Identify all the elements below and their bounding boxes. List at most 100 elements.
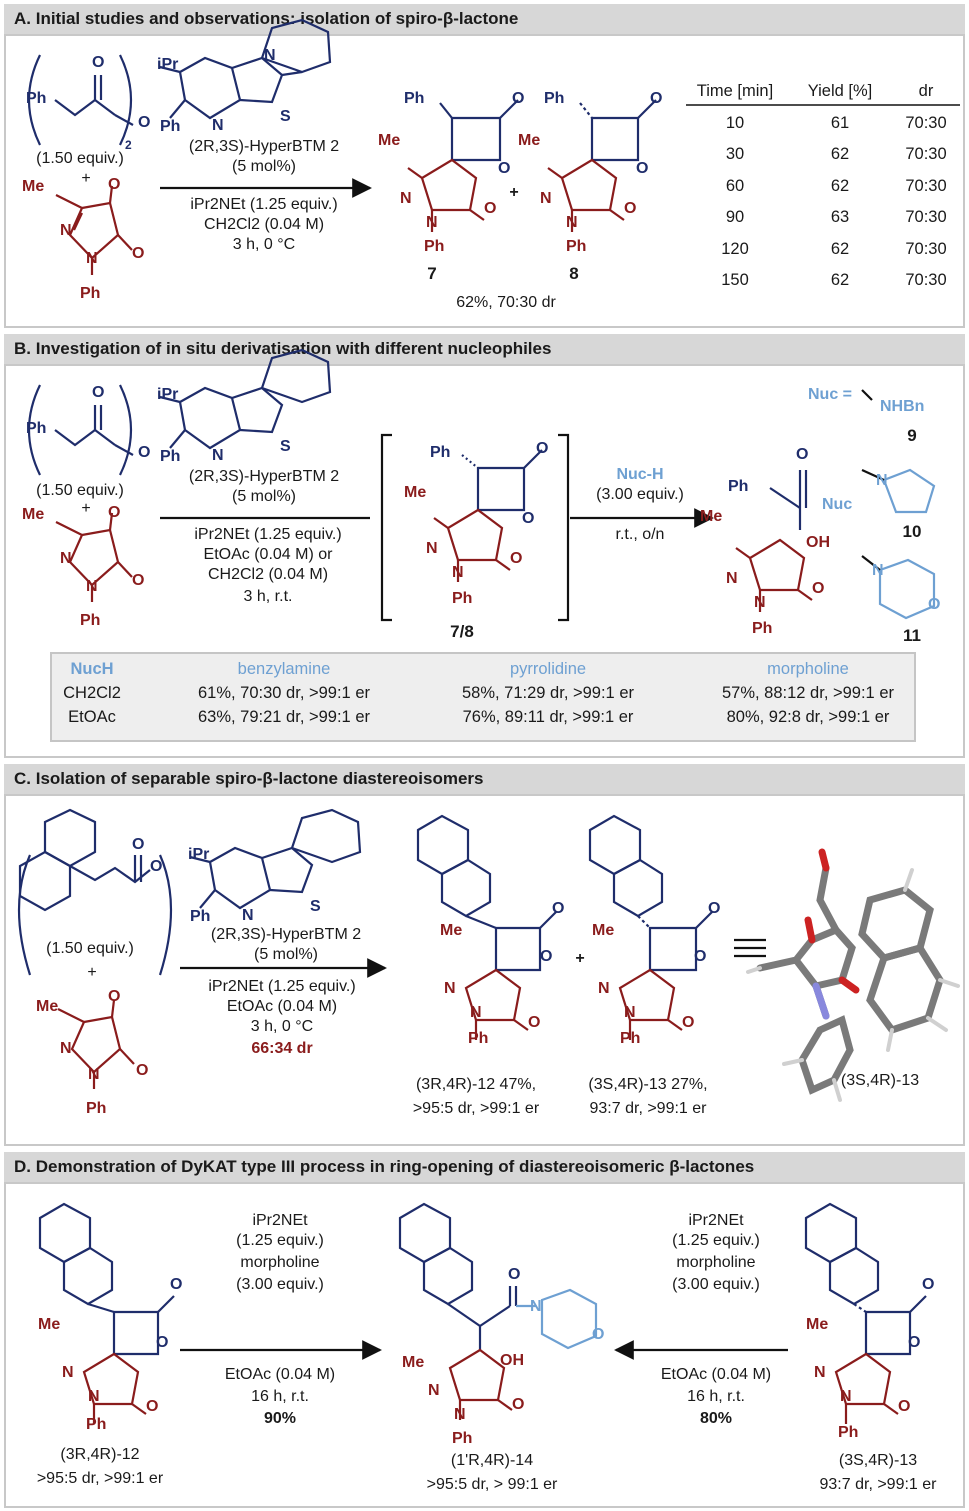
a-p7-o3: O bbox=[484, 200, 497, 217]
b-cat-ph: Ph bbox=[160, 448, 181, 465]
b-n2: N bbox=[86, 578, 98, 595]
a-solvent: CH2Cl2 (0.04 M) bbox=[203, 216, 325, 233]
c-solvent: EtOAc (0.04 M) bbox=[226, 998, 338, 1015]
b-int-ph: Ph bbox=[430, 444, 451, 461]
b-o-top: O bbox=[108, 504, 121, 521]
a-o-right: O bbox=[132, 245, 145, 262]
c-o-right: O bbox=[136, 1062, 149, 1079]
b-nuc-benzylamine: benzylamine bbox=[237, 660, 331, 678]
d-12-o3: O bbox=[146, 1398, 159, 1415]
panel-b bbox=[4, 364, 965, 758]
c-p12-o2: O bbox=[540, 948, 553, 965]
a-catalyst-name: (2R,3S)-HyperBTM 2 bbox=[188, 138, 340, 155]
d-14-o: O bbox=[508, 1266, 521, 1283]
a-plus2: + bbox=[509, 184, 519, 201]
b-int-n2: N bbox=[452, 564, 464, 581]
c-product-12-label: (3R,4R)-12 47%, bbox=[415, 1076, 537, 1093]
panel-c-anhydride bbox=[17, 808, 173, 976]
d-13-n: N bbox=[814, 1364, 826, 1381]
panel-b-pyrazolinedione bbox=[55, 512, 133, 602]
d-13-me: Me bbox=[806, 1316, 829, 1333]
b-nuc-11-n: N bbox=[872, 562, 884, 579]
a-th-dr: dr bbox=[918, 82, 934, 101]
c-anhydride-equiv: (1.50 equiv.) bbox=[46, 940, 134, 957]
b-nuc-eq: Nuc = bbox=[808, 386, 853, 403]
c-dr: 66:34 dr bbox=[251, 1040, 313, 1057]
d-13-o3: O bbox=[898, 1398, 911, 1415]
d-14-n: N bbox=[530, 1298, 542, 1315]
d-right-conditions: 16 h, r.t. bbox=[687, 1388, 745, 1405]
a-cat-ph: Ph bbox=[160, 118, 181, 135]
panel-a-product-7 bbox=[407, 99, 519, 232]
d-12-n2: N bbox=[88, 1388, 100, 1405]
a-conditions: 3 h, 0 °C bbox=[232, 236, 296, 253]
a-p7-o: O bbox=[512, 90, 525, 107]
b-results-box bbox=[50, 652, 916, 742]
b-cat-ipr: iPr bbox=[157, 386, 179, 403]
panel-a-product-8 bbox=[547, 99, 657, 232]
b-anhydride-o2: O bbox=[138, 444, 151, 461]
d-12-ph: Ph bbox=[86, 1416, 107, 1433]
c-n2: N bbox=[88, 1066, 100, 1083]
a-p7-n2: N bbox=[426, 214, 438, 231]
d-12-o2: O bbox=[156, 1334, 169, 1351]
a-p8-o: O bbox=[650, 90, 663, 107]
c-crystal-label: (3S,4R)-13 bbox=[840, 1072, 920, 1089]
b-prod-o3: O bbox=[812, 580, 825, 597]
a-p8-n: N bbox=[540, 190, 552, 207]
b-catalyst-loading: (5 mol%) bbox=[231, 488, 297, 505]
d-sm-left-sel: >95:5 dr, >99:1 er bbox=[36, 1470, 164, 1487]
panel-d-header: D. Demonstration of DyKAT type III proce… bbox=[4, 1152, 965, 1182]
panel-b-nucleophiles bbox=[861, 389, 936, 620]
b-prod-ph: Ph bbox=[728, 478, 749, 495]
d-13-o2: O bbox=[908, 1334, 921, 1351]
b-plus: + bbox=[81, 500, 91, 517]
b-catalyst-name: (2R,3S)-HyperBTM 2 bbox=[188, 468, 340, 485]
b-nuch-header: NucH bbox=[70, 660, 114, 678]
panel-b-product bbox=[735, 470, 813, 612]
panel-c-catalyst bbox=[189, 808, 362, 910]
panel-b-anhydride bbox=[27, 384, 134, 476]
c-base: iPr2NEt (1.25 equiv.) bbox=[208, 978, 356, 995]
panel-a-anhydride bbox=[27, 54, 134, 146]
d-12-o: O bbox=[170, 1276, 183, 1293]
c-p13-me: Me bbox=[592, 922, 615, 939]
d-left-nuc-equiv: (3.00 equiv.) bbox=[236, 1276, 324, 1293]
a-th-time: Time [min] bbox=[696, 82, 774, 101]
b-cat-n: N bbox=[212, 447, 224, 464]
d-left-conditions: 16 h, r.t. bbox=[251, 1388, 309, 1405]
d-left-base: iPr2NEt bbox=[252, 1212, 308, 1229]
b-row1-v2: 58%, 71:29 dr, >99:1 er bbox=[461, 684, 635, 702]
b-nuc-pyrrolidine: pyrrolidine bbox=[509, 660, 587, 678]
b-label-10: 10 bbox=[902, 522, 922, 541]
b-prod-n2: N bbox=[754, 594, 766, 611]
b-prod-me: Me bbox=[700, 508, 723, 525]
b-reagent-equiv: (3.00 equiv.) bbox=[596, 486, 684, 503]
d-left-base-equiv: (1.25 equiv.) bbox=[236, 1232, 324, 1249]
panel-b-catalyst bbox=[159, 348, 332, 450]
crystal-structure bbox=[746, 848, 960, 1102]
a-anhydride-equiv: (1.50 equiv.) bbox=[36, 150, 124, 167]
a-p8-me: Me bbox=[518, 132, 541, 149]
c-cat-ph: Ph bbox=[190, 908, 211, 925]
d-right-solvent: EtOAc (0.04 M) bbox=[660, 1366, 772, 1383]
b-prod-o: O bbox=[796, 446, 809, 463]
c-product-12-sel: >95:5 dr, >99:1 er bbox=[412, 1100, 540, 1117]
c-anhydride-o2: O bbox=[150, 858, 163, 875]
a-p8-n2: N bbox=[566, 214, 578, 231]
b-cat-s: S bbox=[280, 438, 291, 455]
panel-c-header: C. Isolation of separable spiro-β-lacton… bbox=[4, 764, 965, 794]
a-anhydride-ph: Ph bbox=[26, 90, 47, 107]
b-row1-v3: 57%, 88:12 dr, >99:1 er bbox=[721, 684, 895, 702]
c-p13-n2: N bbox=[624, 1004, 636, 1021]
a-result: 62%, 70:30 dr bbox=[456, 294, 556, 311]
d-sm-right: (3S,4R)-13 bbox=[838, 1452, 918, 1469]
c-me: Me bbox=[36, 998, 59, 1015]
d-product: (1'R,4R)-14 bbox=[450, 1452, 534, 1469]
